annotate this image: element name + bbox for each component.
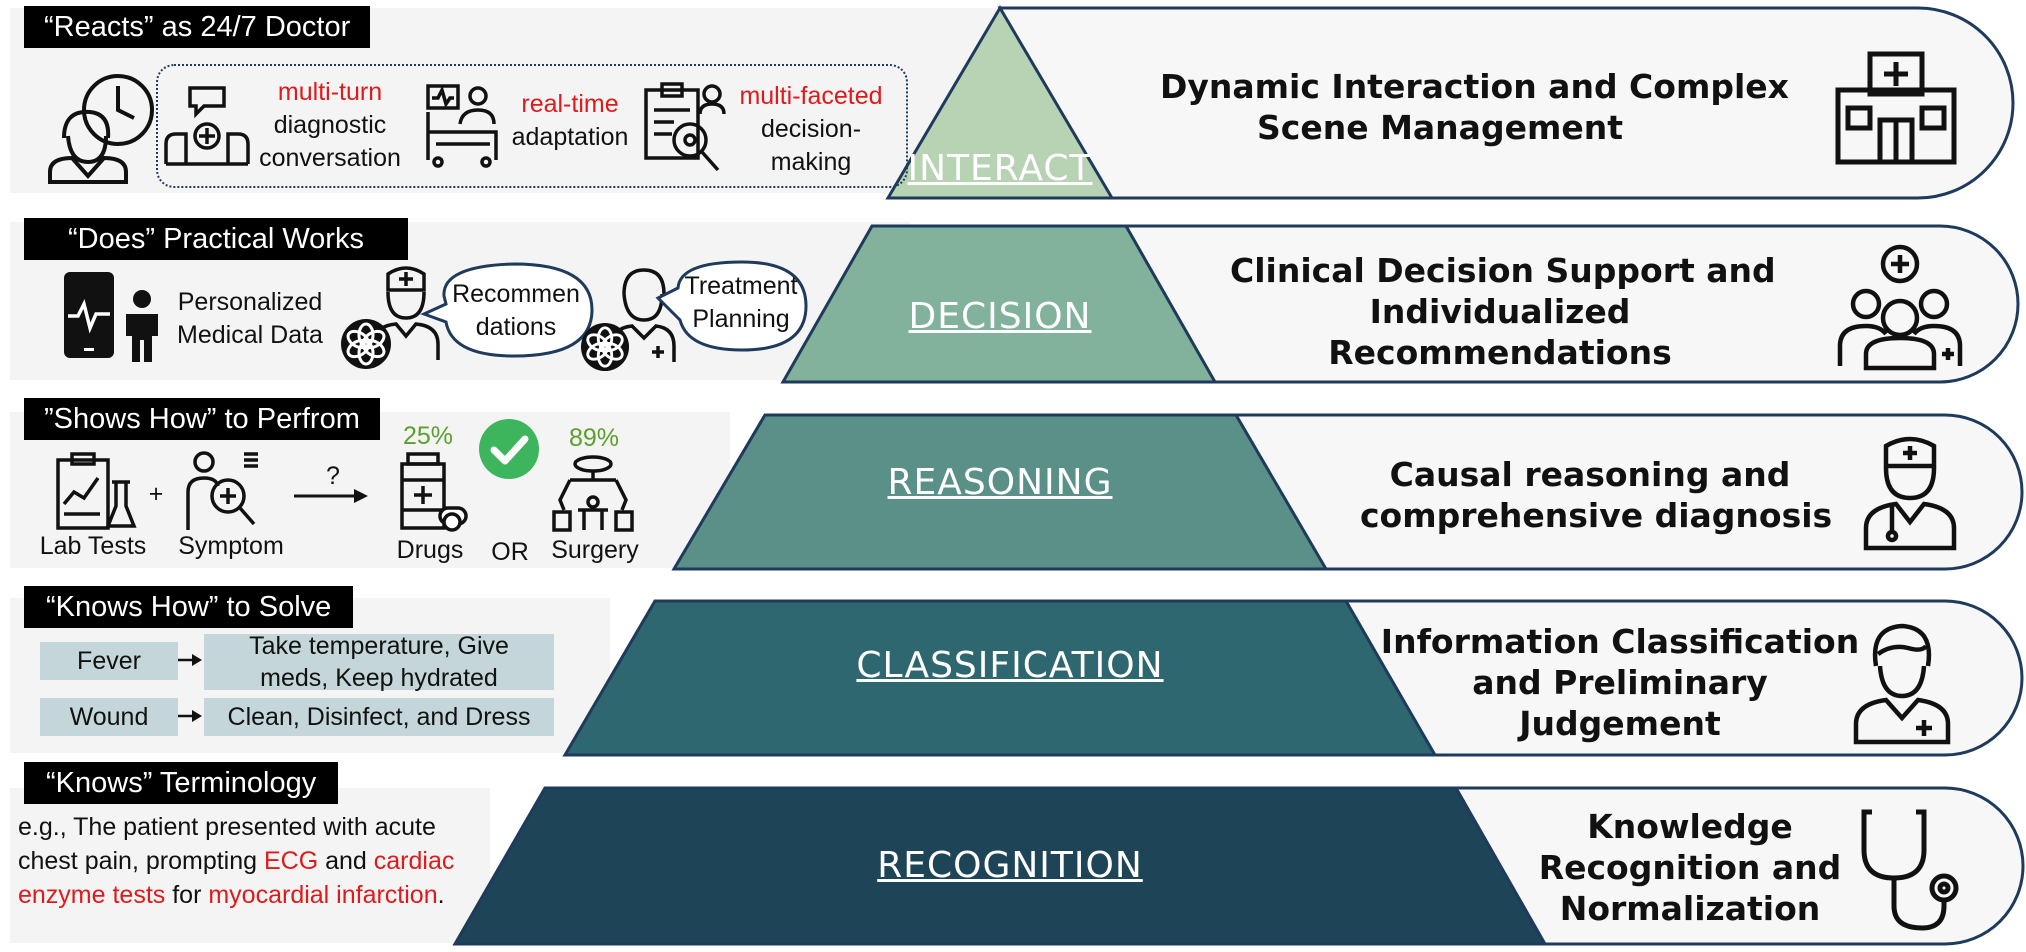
drugs-percentage: 25%: [402, 422, 454, 450]
desc-classification: Information Classification and Prelimina…: [1380, 622, 1860, 743]
hospital-icon: [1835, 51, 1957, 165]
lab-tests-label: Lab Tests: [39, 532, 147, 560]
doctor-clock-icon: [48, 74, 154, 184]
row-tag-reasoning: ”Shows How” to Perfrom: [24, 398, 380, 440]
lab-report-icon: [56, 452, 137, 530]
surgery-percentage: 89%: [568, 424, 620, 452]
chatgpt-logo-icon: [341, 319, 391, 369]
clipboard-search-icon: [644, 82, 726, 172]
doctor-icon: [1863, 436, 1957, 551]
arrow-icon: [178, 654, 202, 666]
level-label-classification: CLASSIFICATION: [856, 645, 1164, 686]
nurse-icon: [1853, 623, 1951, 745]
consultation-icon: [164, 86, 250, 166]
or-label: OR: [491, 538, 529, 566]
stethoscope-icon: [1861, 809, 1959, 931]
medicine-bottle-icon: [400, 452, 468, 532]
desc-reasoning: Causal reasoning and comprehensive diagn…: [1360, 455, 1833, 535]
row-tag-interact: “Reacts” as 24/7 Doctor: [24, 6, 371, 48]
level-label-interact: INTERACT: [907, 148, 1093, 189]
hospital-bed-icon: [426, 84, 498, 168]
tier-decision: [780, 224, 1218, 384]
classification-key-fever: Fever: [40, 642, 178, 680]
row-tag-decision: “Does” Practical Works: [24, 218, 408, 260]
terminology-example: e.g., The patient presented with acute c…: [18, 813, 455, 909]
level-label-reasoning: REASONING: [887, 462, 1113, 503]
desc-recognition: Knowledge Recognition and Normalization: [1538, 807, 1842, 928]
phone-heartbeat-icon: [64, 272, 114, 358]
speech-bubble-recommendations: [420, 262, 594, 358]
classification-value-wound: Clean, Disinfect, and Dress: [204, 698, 554, 736]
medical-team-icon: [1837, 244, 1963, 371]
item-multi-turn: multi-turn diagnostic conversation: [259, 78, 401, 172]
tier-reasoning: [671, 413, 1329, 571]
person-icon: [126, 290, 158, 362]
tier-recognition: [452, 786, 1548, 946]
level-label-recognition: RECOGNITION: [877, 845, 1143, 886]
interact-dotted-box: [156, 64, 908, 188]
symptom-search-icon: [186, 451, 258, 530]
level-label-decision: DECISION: [908, 296, 1092, 337]
check-circle-icon: [479, 419, 539, 479]
surgery-label: Surgery: [551, 536, 639, 564]
symptom-label: Symptom: [178, 532, 284, 560]
tier-interact: [885, 5, 1115, 200]
desc-pill-classification: [1337, 599, 2024, 757]
desc-decision: Clinical Decision Support and Individual…: [1230, 251, 1776, 372]
drugs-label: Drugs: [396, 536, 464, 564]
row-tag-recognition: “Knows” Terminology: [24, 762, 339, 804]
item-real-time: real-time adaptation: [511, 90, 629, 151]
plus-sign: +: [148, 480, 164, 508]
classification-key-wound: Wound: [40, 698, 178, 736]
arrow-icon: [294, 489, 368, 503]
desc-interact: Dynamic Interaction and Complex Scene Ma…: [1160, 67, 1789, 147]
speech-bubble-treatment: [655, 260, 808, 352]
bubble-recommendations-text: Recommen dations: [452, 280, 580, 341]
surgery-robot-icon: [552, 455, 634, 532]
row-tag-classification: “Knows How” to Solve: [24, 586, 354, 628]
desc-pill-decision: [1117, 224, 2020, 384]
desc-pill-interact: [997, 6, 2015, 200]
desc-pill-recognition: [1447, 786, 2025, 946]
arrow-icon: [178, 710, 202, 722]
personalized-medical-data: Personalized Medical Data: [177, 288, 323, 349]
desc-pill-reasoning: [1227, 413, 2024, 571]
chatgpt-logo-icon: [580, 322, 630, 372]
classification-value-fever: Take temperature, Give meds, Keep hydrat…: [204, 632, 554, 692]
bubble-treatment-text: Treatment Planning: [684, 272, 798, 333]
row-band-recognition: [10, 788, 490, 943]
item-multi-faceted: multi-faceted decision- making: [739, 82, 883, 176]
question-mark: ?: [326, 462, 340, 490]
tier-classification: [562, 599, 1438, 757]
